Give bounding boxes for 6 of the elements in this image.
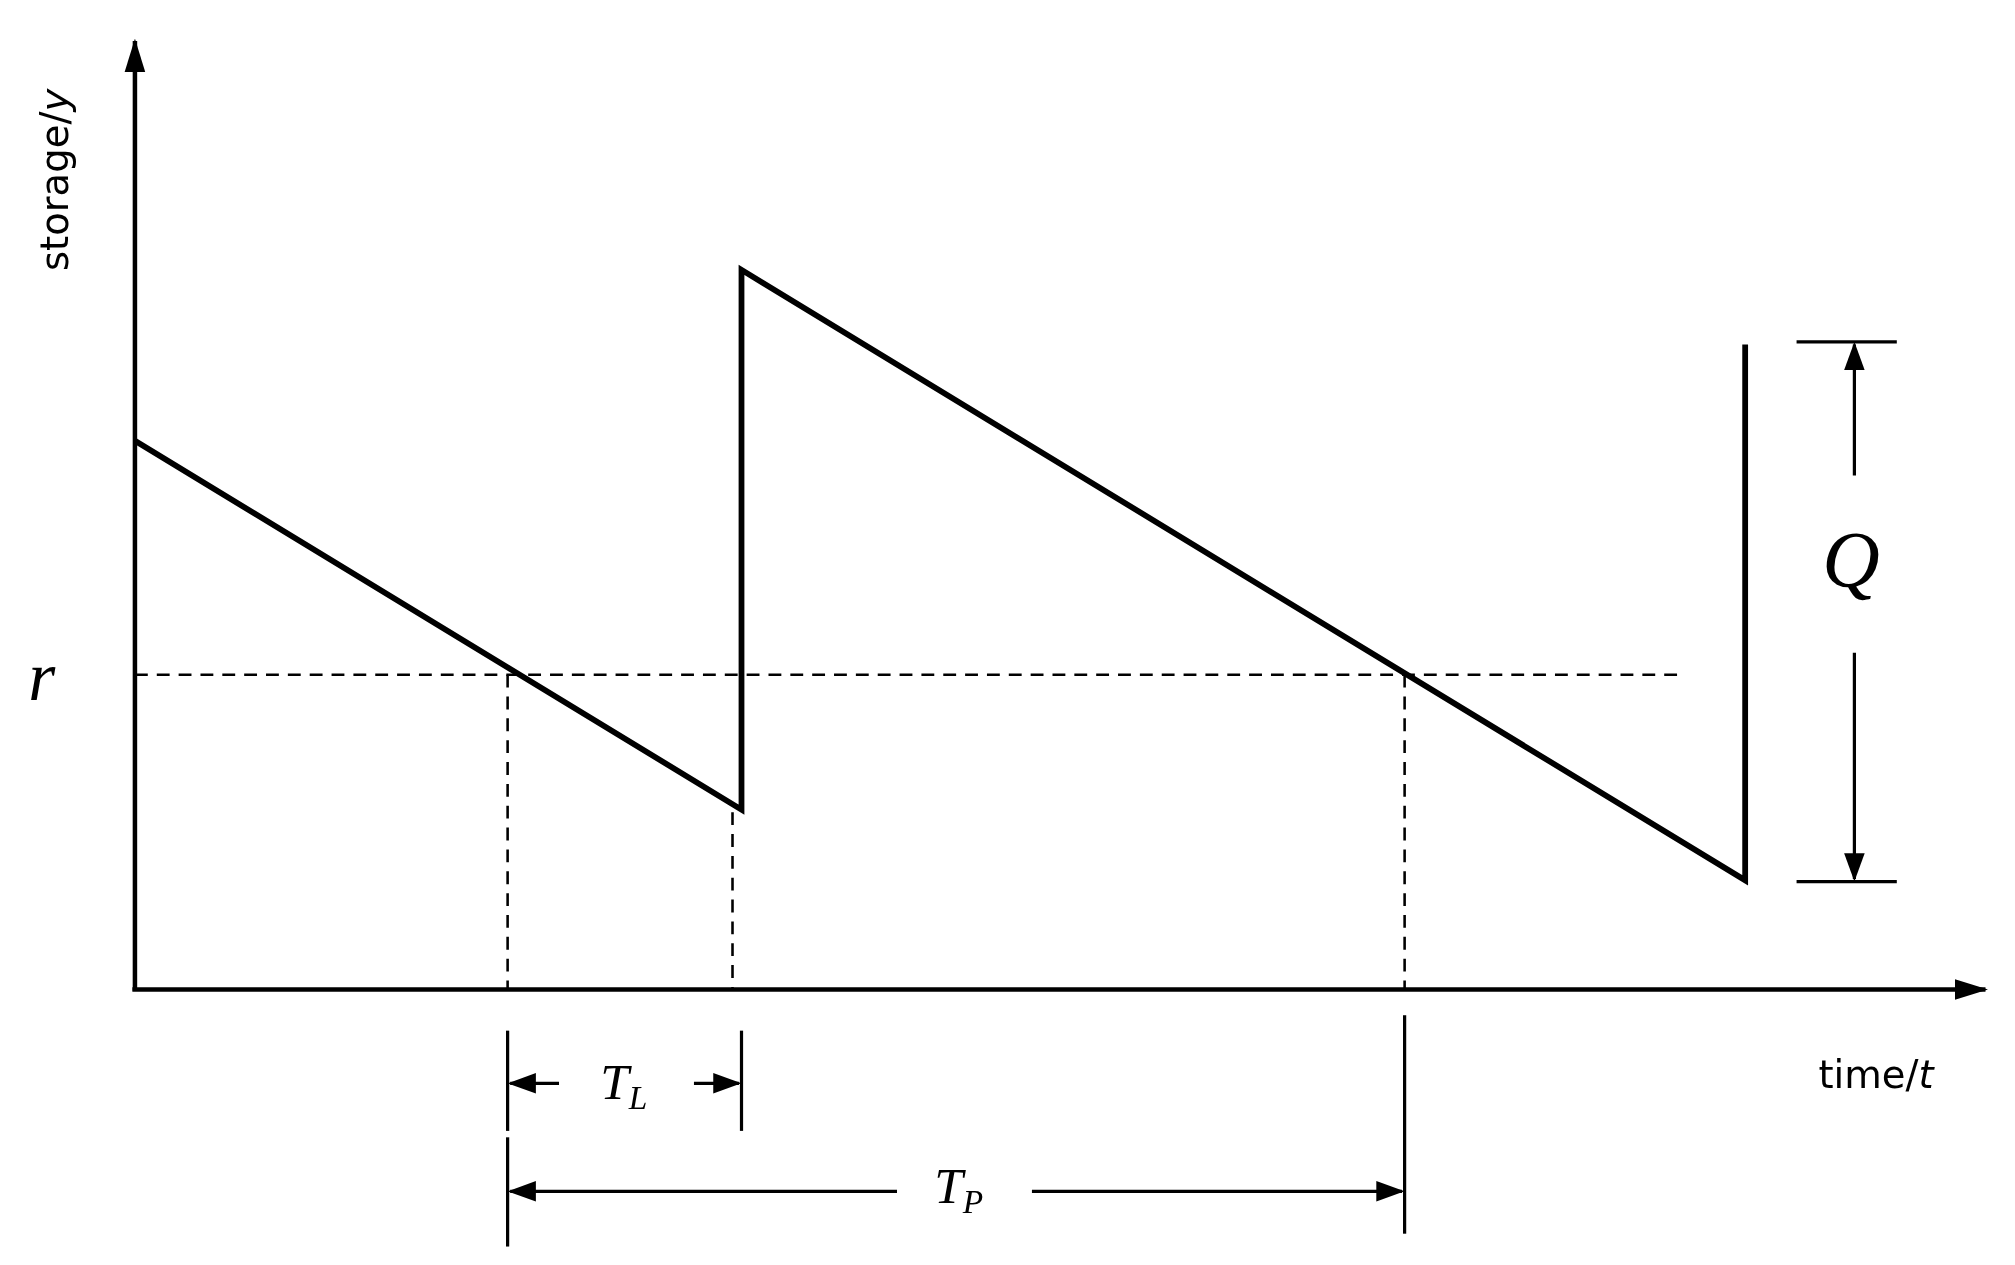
axis-label: time/t: [1818, 1056, 1934, 1095]
dimension-label: T$_{P}$: [934, 1160, 984, 1220]
dimension-label: T$_{L}$: [600, 1056, 648, 1116]
axis-label: storage/y: [35, 88, 75, 272]
dimension-label: Q: [1822, 520, 1880, 601]
level-label: r: [28, 642, 56, 712]
